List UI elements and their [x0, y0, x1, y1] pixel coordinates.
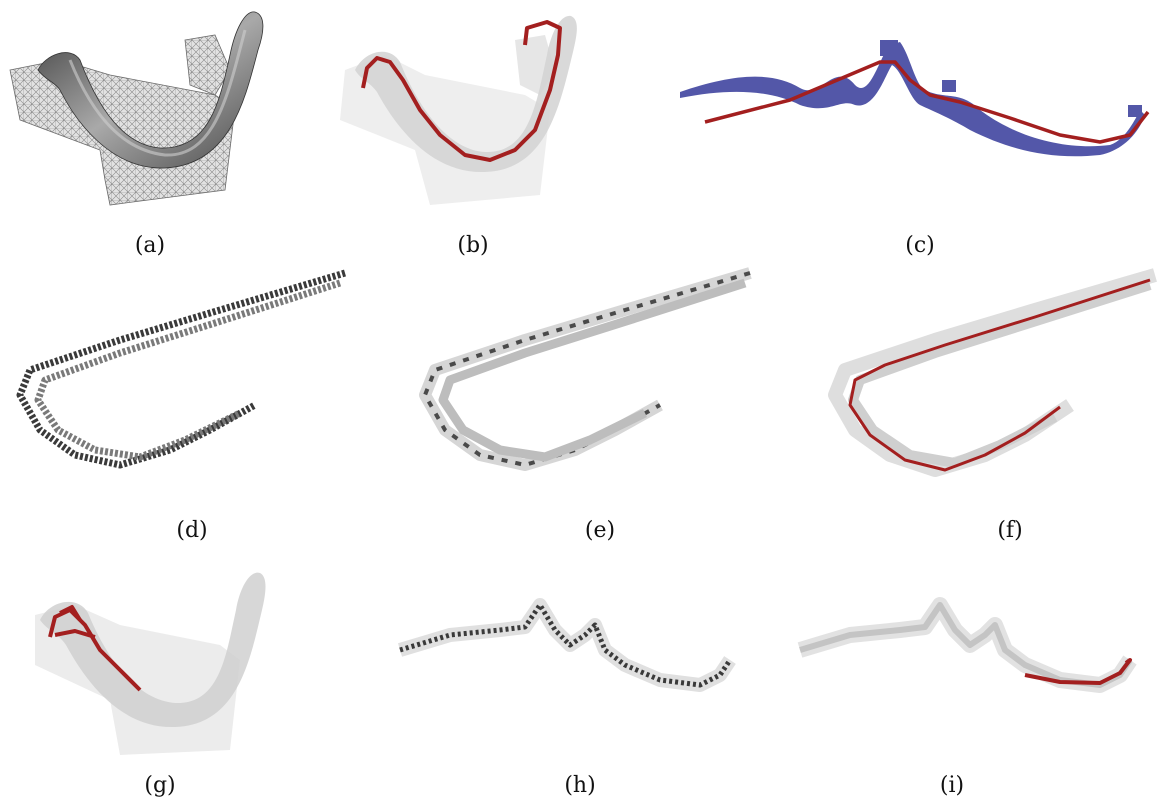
mesh-floor	[9, 34, 236, 206]
caption-g: (g)	[144, 773, 176, 798]
panel-h-image	[397, 598, 736, 692]
panel-g: (g)	[0, 565, 300, 798]
caption-a: (a)	[134, 233, 166, 258]
panel-a-image	[9, 11, 264, 206]
voxel-track-f	[828, 268, 1157, 477]
caption-f: (f)	[997, 518, 1023, 543]
curve-skeleton-i	[1024, 658, 1132, 685]
voxel-track-d	[16, 269, 346, 469]
panel-d-image	[16, 269, 346, 469]
translucent-surface	[340, 15, 577, 205]
curve-skeleton-f	[848, 278, 1151, 472]
panel-i: (i)	[790, 565, 1165, 798]
panel-f-image	[828, 268, 1157, 477]
caption-e: (e)	[584, 518, 616, 543]
caption-h: (h)	[564, 773, 596, 798]
translucent-surface-g	[35, 572, 266, 755]
panel-g-image	[35, 572, 266, 755]
caption-b: (b)	[457, 233, 489, 258]
voxel-strip-i	[797, 597, 1137, 693]
caption-i: (i)	[939, 773, 965, 798]
panel-e: (e)	[405, 265, 765, 543]
panel-e-image	[419, 267, 752, 471]
curve-skeleton-c	[704, 60, 1150, 144]
panel-c-image	[680, 40, 1150, 157]
curve-skeleton-b	[361, 20, 562, 162]
point-cloud	[680, 40, 1145, 157]
panel-f: (f)	[815, 265, 1165, 543]
panel-d: (d)	[0, 265, 360, 543]
panel-h: (h)	[390, 565, 760, 798]
caption-c: (c)	[905, 233, 935, 258]
panel-i-image	[797, 597, 1137, 693]
voxel-track-e	[419, 267, 752, 471]
panel-b: (b)	[315, 0, 615, 258]
panel-c: (c)	[670, 0, 1165, 258]
voxel-strip-h	[397, 598, 736, 692]
mesh-tube	[37, 11, 264, 169]
caption-d: (d)	[176, 518, 208, 543]
panel-a: (a)	[0, 0, 300, 258]
panel-b-image	[340, 15, 577, 205]
curve-skeleton-g	[48, 605, 142, 692]
